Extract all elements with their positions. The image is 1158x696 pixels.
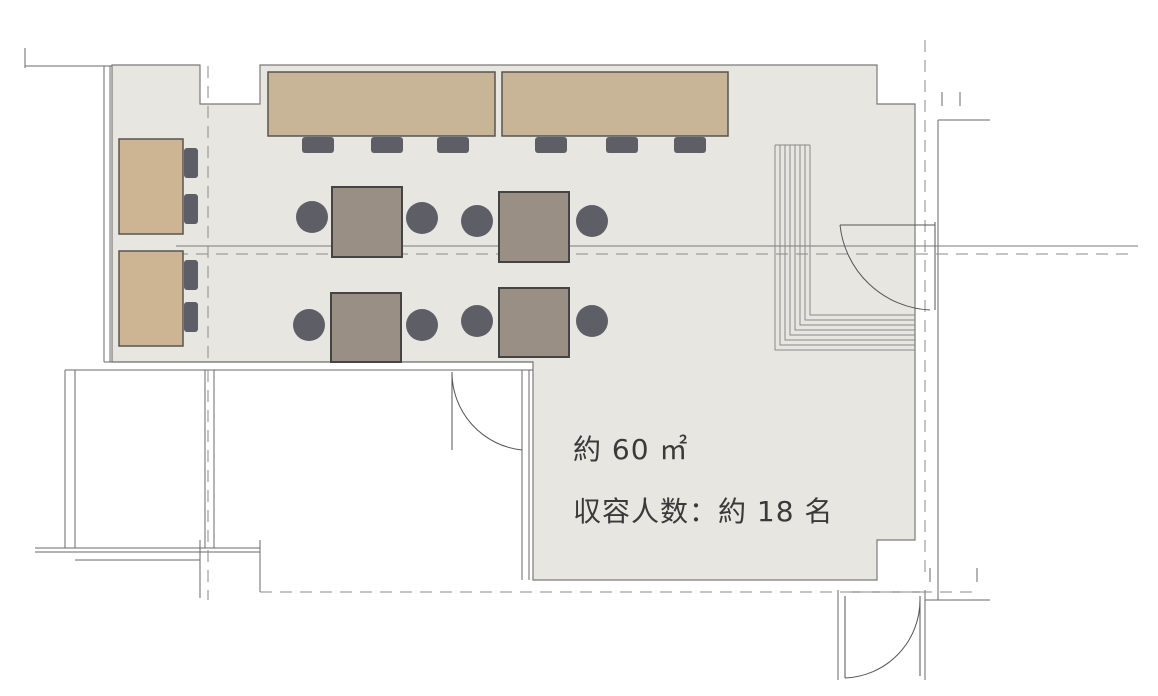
counter-stool xyxy=(302,137,334,153)
stair-steps xyxy=(774,144,915,351)
door-bottom xyxy=(844,596,921,679)
side-chair xyxy=(184,194,198,224)
round-chair xyxy=(461,205,493,237)
side-chair xyxy=(184,148,198,178)
square-table xyxy=(331,186,403,258)
round-chair xyxy=(461,305,493,337)
round-chair xyxy=(293,309,325,341)
round-chairs xyxy=(293,201,608,341)
counter-stools xyxy=(302,137,706,153)
counter-stool xyxy=(606,137,638,153)
side-chair xyxy=(184,302,198,332)
door-inner xyxy=(451,371,523,451)
side-table-lower xyxy=(118,250,184,347)
counter-stool xyxy=(371,137,403,153)
long-counter-left xyxy=(267,71,496,137)
round-chair xyxy=(576,305,608,337)
round-chair xyxy=(296,201,328,233)
door-right xyxy=(839,222,936,311)
long-counter-right xyxy=(501,71,729,137)
square-tables xyxy=(330,186,570,363)
counter-stool xyxy=(535,137,567,153)
round-chair xyxy=(406,309,438,341)
area-label: 約 60 ㎡ xyxy=(573,433,689,466)
round-chair xyxy=(406,202,438,234)
side-chair xyxy=(184,260,198,290)
square-table xyxy=(330,292,402,363)
round-chair xyxy=(576,205,608,237)
tick-marks xyxy=(929,92,978,582)
side-table-upper xyxy=(118,138,184,235)
counter-stool xyxy=(437,137,469,153)
square-table xyxy=(498,287,570,358)
counter-stool xyxy=(674,137,706,153)
wall-lines xyxy=(24,48,990,680)
square-table xyxy=(498,191,570,263)
capacity-label: 収容人数：約 18 名 xyxy=(573,495,834,528)
side-chairs xyxy=(184,148,198,332)
